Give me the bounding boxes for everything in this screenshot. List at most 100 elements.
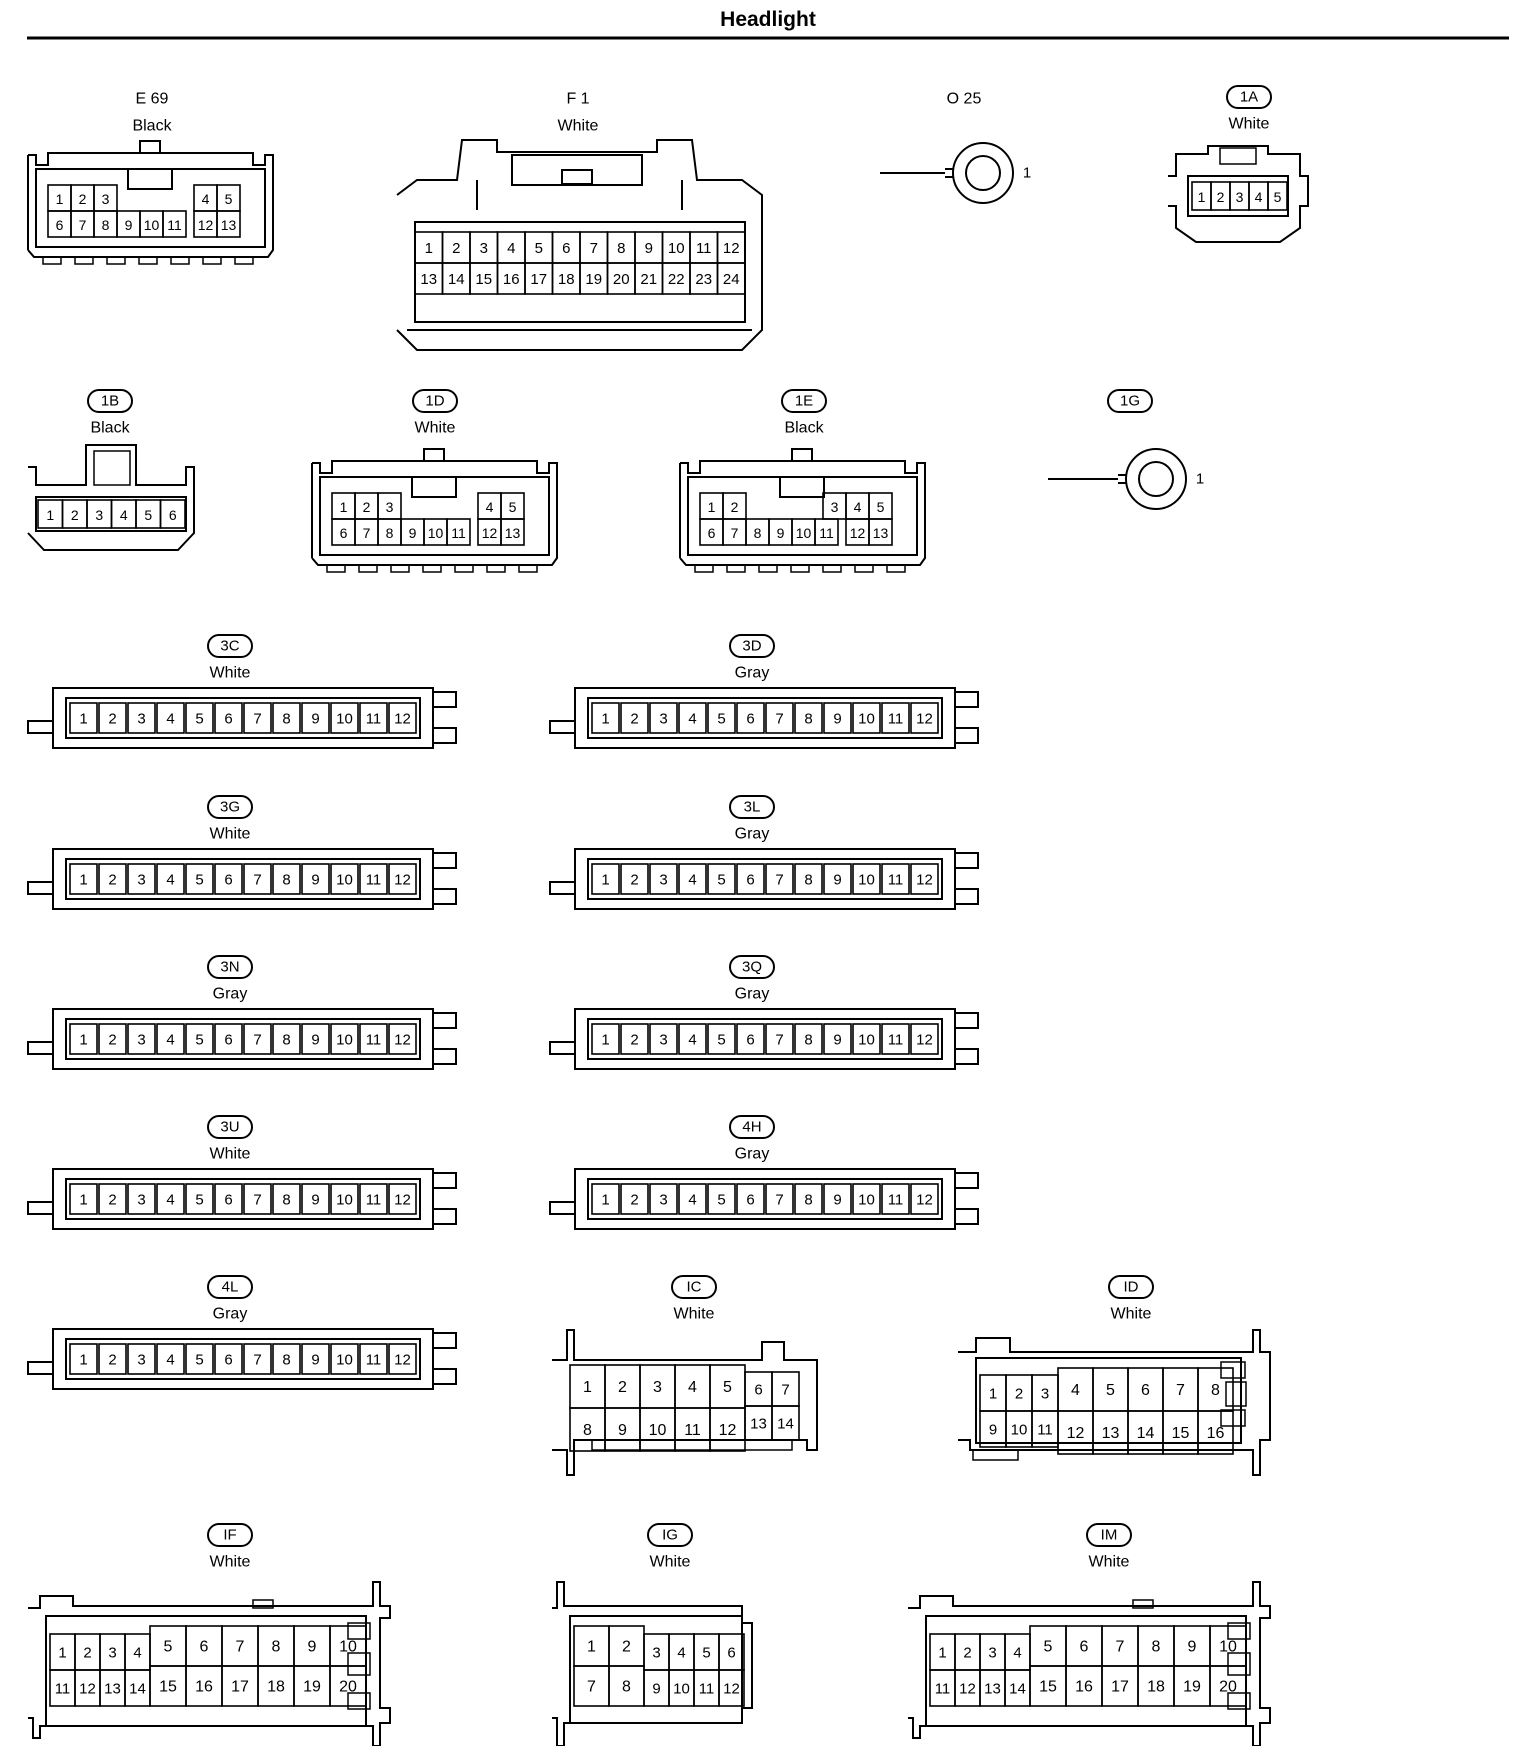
pin-3: 3 — [137, 1032, 145, 1049]
pin-3: 3 — [102, 191, 110, 207]
pin-10: 10 — [858, 1032, 875, 1049]
pin-8: 8 — [804, 872, 812, 889]
connector-color: White — [210, 1554, 251, 1571]
pin-5: 5 — [717, 872, 725, 889]
pin-2: 2 — [71, 507, 79, 523]
pin-14: 14 — [448, 271, 465, 288]
pin-11: 11 — [696, 240, 712, 257]
pin-6: 6 — [708, 525, 716, 541]
pin-1: 1 — [56, 191, 64, 207]
pin-11: 11 — [819, 525, 834, 541]
connector-id: 1G — [1120, 393, 1140, 410]
connector-badge — [87, 389, 133, 413]
pin-2: 2 — [108, 711, 116, 728]
pin-8: 8 — [1211, 1382, 1220, 1399]
connector-badge — [1086, 1523, 1132, 1547]
pin-3: 3 — [659, 1192, 667, 1209]
pin-2: 2 — [1015, 1386, 1023, 1403]
pin-8: 8 — [583, 1422, 592, 1439]
connector-id: E 69 — [136, 91, 169, 108]
pin-3: 3 — [1236, 189, 1244, 205]
connector-color: White — [415, 420, 456, 437]
pin-1: 1 — [1196, 471, 1204, 488]
pin-4: 4 — [166, 1352, 174, 1369]
pin-7: 7 — [775, 1032, 783, 1049]
pin-8: 8 — [282, 1032, 290, 1049]
connector-color: Gray — [735, 665, 770, 682]
connector-color: White — [210, 826, 251, 843]
pin-5: 5 — [144, 507, 152, 523]
pin-10: 10 — [858, 711, 875, 728]
pin-12: 12 — [723, 1681, 740, 1698]
pin-5: 5 — [1274, 189, 1282, 205]
pin-9: 9 — [311, 1032, 319, 1049]
pin-3: 3 — [659, 711, 667, 728]
pin-12: 12 — [394, 1192, 411, 1209]
connector-badge — [207, 795, 253, 819]
pin-8: 8 — [386, 525, 394, 541]
pin-9: 9 — [833, 711, 841, 728]
pin-20: 20 — [339, 1679, 357, 1696]
connector-id: F 1 — [566, 91, 589, 108]
pin-8: 8 — [804, 1192, 812, 1209]
pin-15: 15 — [1039, 1679, 1057, 1696]
pin-8: 8 — [804, 1032, 812, 1049]
pin-8: 8 — [1152, 1639, 1161, 1656]
pin-12: 12 — [394, 1352, 411, 1369]
connector-badge — [207, 1115, 253, 1139]
pin-11: 11 — [1037, 1422, 1053, 1439]
pin-5: 5 — [195, 872, 203, 889]
pin-11: 11 — [366, 1352, 382, 1369]
pin-2: 2 — [630, 711, 638, 728]
pin-3: 3 — [137, 1352, 145, 1369]
connector-badge — [729, 1115, 775, 1139]
pin-12: 12 — [916, 1192, 933, 1209]
pin-3: 3 — [137, 711, 145, 728]
connector-color: White — [1111, 1306, 1152, 1323]
pin-6: 6 — [224, 711, 232, 728]
pin-2: 2 — [1217, 189, 1225, 205]
pin-5: 5 — [717, 1032, 725, 1049]
pin-8: 8 — [102, 217, 110, 233]
pin-1: 1 — [989, 1386, 997, 1403]
pin-1: 1 — [79, 1192, 87, 1209]
pin-10: 10 — [673, 1681, 690, 1698]
connector-id: 3C — [220, 638, 239, 655]
connector-id: O 25 — [947, 91, 982, 108]
pin-6: 6 — [746, 872, 754, 889]
connector-color: Gray — [735, 986, 770, 1003]
pin-20: 20 — [1219, 1679, 1237, 1696]
pin-9: 9 — [989, 1422, 997, 1439]
pin-16: 16 — [195, 1679, 213, 1696]
pin-2: 2 — [108, 1192, 116, 1209]
pin-12: 12 — [198, 217, 214, 233]
pin-4: 4 — [688, 1192, 696, 1209]
pin-11: 11 — [366, 711, 382, 728]
pin-7: 7 — [587, 1679, 596, 1696]
pin-4: 4 — [166, 872, 174, 889]
pin-10: 10 — [144, 217, 160, 233]
pin-9: 9 — [125, 217, 133, 233]
connector-badge — [729, 795, 775, 819]
pin-2: 2 — [618, 1379, 627, 1396]
pin-14: 14 — [129, 1681, 146, 1698]
pin-7: 7 — [731, 525, 739, 541]
pin-6: 6 — [56, 217, 64, 233]
pin-10: 10 — [336, 872, 353, 889]
pin-6: 6 — [727, 1645, 735, 1662]
pin-17: 17 — [1111, 1679, 1129, 1696]
pin-18: 18 — [1147, 1679, 1165, 1696]
pin-18: 18 — [558, 271, 575, 288]
pin-2: 2 — [79, 191, 87, 207]
connector-id: 3G — [220, 799, 240, 816]
pin-10: 10 — [796, 525, 812, 541]
pin-7: 7 — [363, 525, 371, 541]
pin-2: 2 — [108, 1032, 116, 1049]
